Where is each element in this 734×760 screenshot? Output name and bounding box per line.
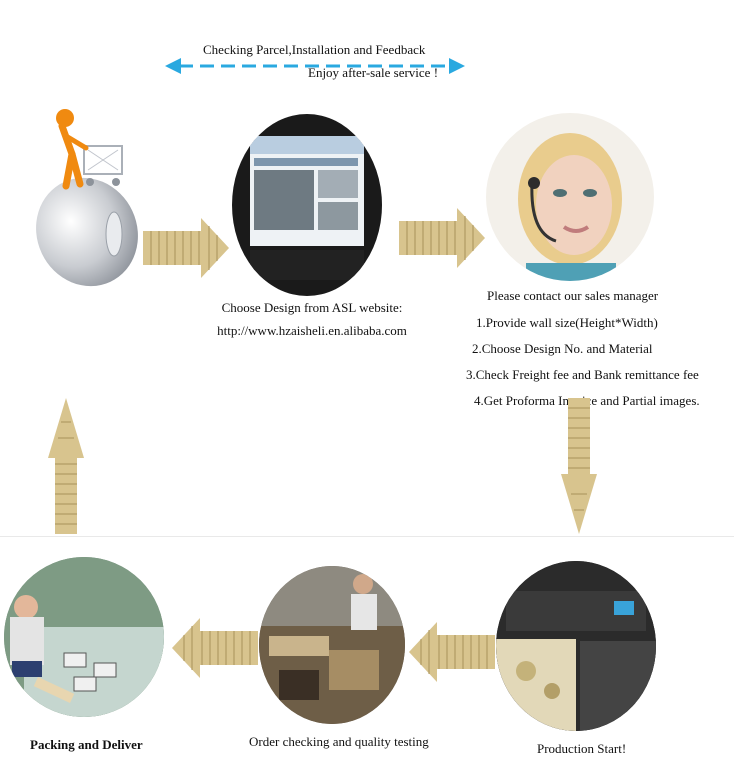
packing-image bbox=[4, 557, 164, 717]
arrow-right-icon bbox=[399, 208, 485, 268]
arrow-left-icon bbox=[409, 622, 495, 682]
arrow-up-icon bbox=[48, 398, 84, 534]
production-label: Production Start! bbox=[537, 741, 627, 756]
production-printer-image bbox=[496, 561, 656, 731]
order-checking-image bbox=[259, 566, 405, 724]
banner-line-2: Enjoy after-sale service ! bbox=[308, 65, 439, 80]
banner-line-1: Checking Parcel,Installation and Feedbac… bbox=[203, 42, 426, 57]
arrow-down-icon bbox=[561, 398, 597, 534]
packing-label-a: Packing bbox=[30, 737, 75, 752]
double-arrow-icon bbox=[165, 58, 465, 74]
section-divider bbox=[0, 536, 734, 537]
contact-item-3: 3.Check Freight fee and Bank remittance … bbox=[466, 367, 699, 382]
packing-label-b: and Deliver bbox=[78, 737, 143, 752]
packing-label: Packing and Deliver bbox=[30, 736, 143, 754]
arrow-left-icon bbox=[172, 618, 258, 678]
arrow-right-icon bbox=[143, 218, 229, 278]
order-checking-label: Order checking and quality testing bbox=[249, 734, 429, 749]
choose-design-line-1: Choose Design from ASL website: bbox=[221, 300, 403, 315]
website-link[interactable]: http://www.hzaisheli.en.alibaba.com bbox=[217, 323, 407, 338]
contact-item-1: 1.Provide wall size(Height*Width) bbox=[476, 315, 658, 330]
sales-manager-image bbox=[486, 113, 654, 281]
contact-title: Please contact our sales manager bbox=[487, 288, 659, 303]
shopping-mouse-image bbox=[36, 109, 138, 287]
contact-item-2: 2.Choose Design No. and Material bbox=[472, 341, 653, 356]
website-laptop-image bbox=[232, 114, 382, 296]
